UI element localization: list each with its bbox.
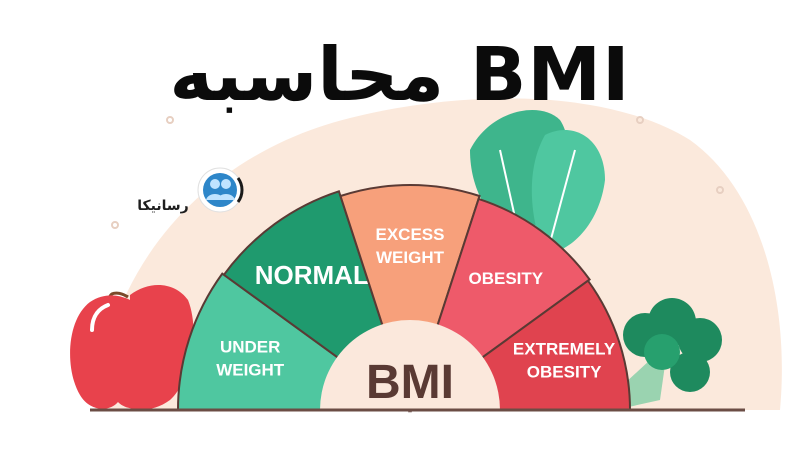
- gauge-segment-2: [339, 183, 481, 414]
- gauge-segment-label-2-0: EXCESS: [376, 225, 445, 244]
- broccoli-icon: [612, 298, 722, 410]
- gauge-segment-label-0-1: WEIGHT: [216, 361, 285, 380]
- gauge-segment-label-4-1: OBESITY: [527, 362, 602, 381]
- gauge-center-label: BMI: [366, 356, 454, 409]
- apple-icon: [70, 284, 194, 410]
- gauge-center: [320, 320, 500, 410]
- decorative-dots: [111, 116, 724, 229]
- gauge-segment-label-3-0: OBESITY: [468, 269, 543, 288]
- gauge-segment-label-0-0: UNDER: [220, 338, 280, 357]
- gauge-segment-label-2-1: WEIGHT: [376, 248, 445, 267]
- user-group-icon: [197, 167, 244, 213]
- gauge-segment-label-1-0: NORMAL: [255, 260, 369, 290]
- brand-name: رسانیکا: [137, 198, 189, 214]
- page-title: محاسبه BMI: [169, 32, 631, 118]
- gauge-segment-label-4-0: EXTREMELY: [513, 339, 616, 358]
